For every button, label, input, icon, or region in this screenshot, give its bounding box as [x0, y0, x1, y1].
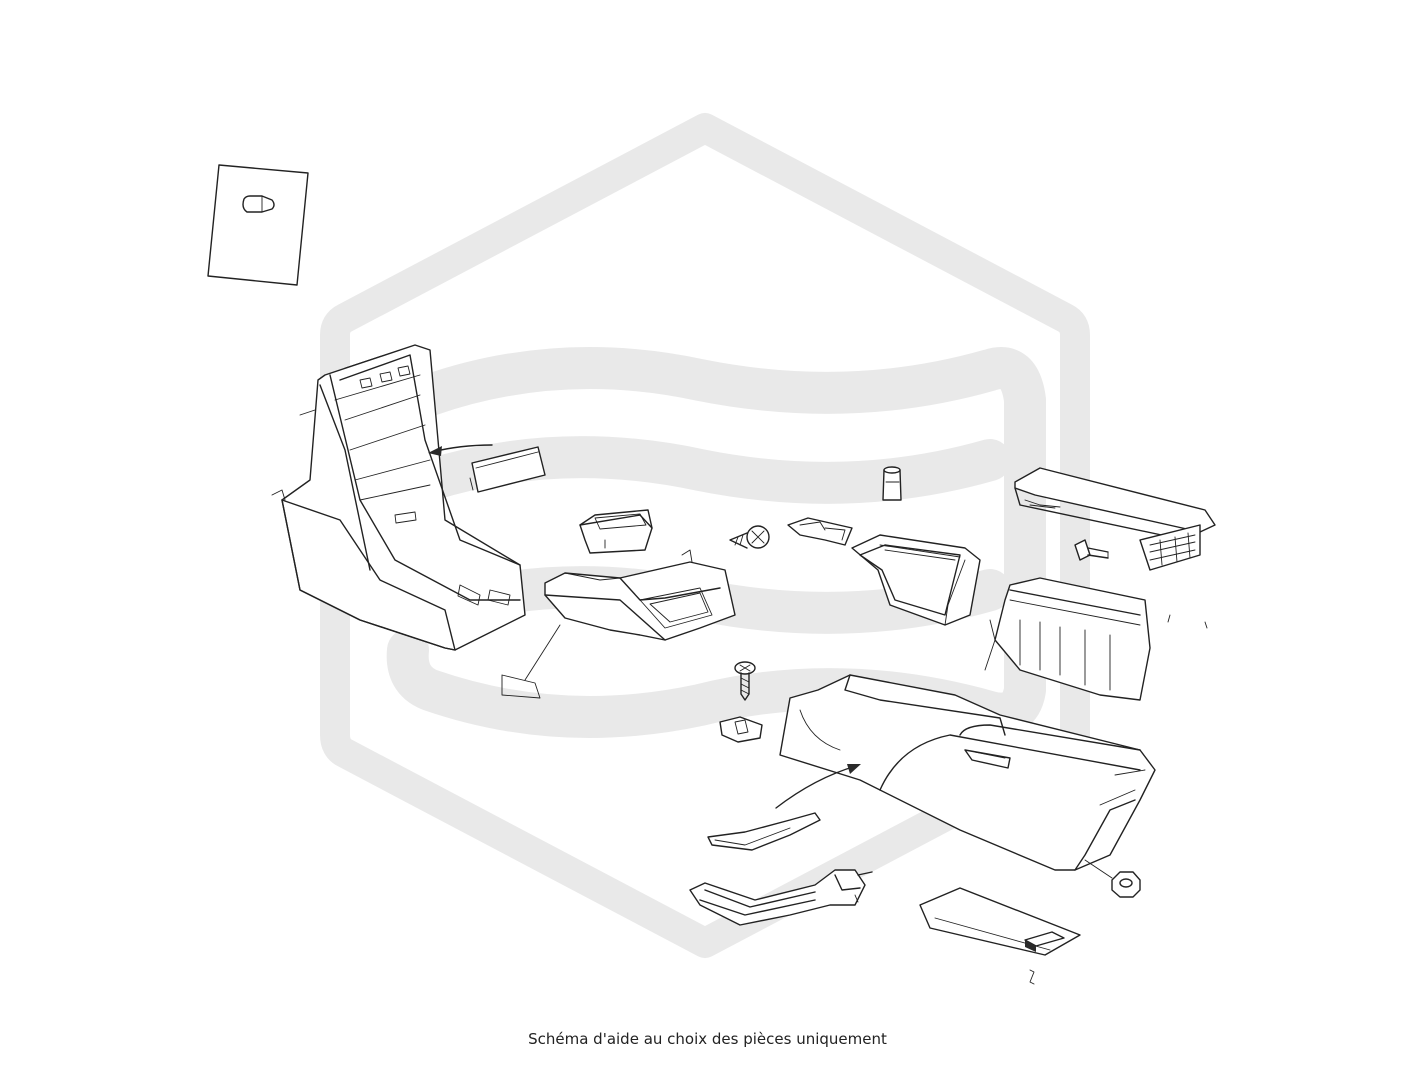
small-tray[interactable]: [579, 509, 653, 554]
switch-pack[interactable]: [1139, 524, 1201, 571]
arrow-to-rear-console: [775, 764, 861, 809]
label-tag[interactable]: [1029, 614, 1208, 985]
bracket[interactable]: [984, 577, 1151, 701]
gear-shift-surround[interactable]: [544, 549, 736, 641]
trim-strip[interactable]: [707, 812, 821, 851]
arrow-to-frame: [428, 444, 493, 456]
heat-shield-mat[interactable]: [919, 887, 1081, 956]
leader-line: [501, 624, 561, 699]
bolt[interactable]: [1074, 539, 1109, 561]
cup-holder-insert[interactable]: [787, 517, 853, 546]
bulb-card[interactable]: [207, 164, 309, 286]
tapping-screw[interactable]: [734, 661, 756, 701]
rear-console[interactable]: [779, 674, 1156, 871]
diagram-caption: Schéma d'aide au choix des pièces unique…: [528, 1030, 887, 1048]
screw[interactable]: [729, 525, 770, 549]
blanking-plate[interactable]: [469, 446, 546, 493]
nut[interactable]: [1084, 859, 1141, 898]
plug[interactable]: [882, 466, 902, 501]
parking-brake-lever[interactable]: [689, 869, 873, 926]
clip-nut[interactable]: [719, 716, 763, 743]
front-console-frame[interactable]: [271, 344, 526, 651]
storage-bin[interactable]: [851, 534, 981, 626]
